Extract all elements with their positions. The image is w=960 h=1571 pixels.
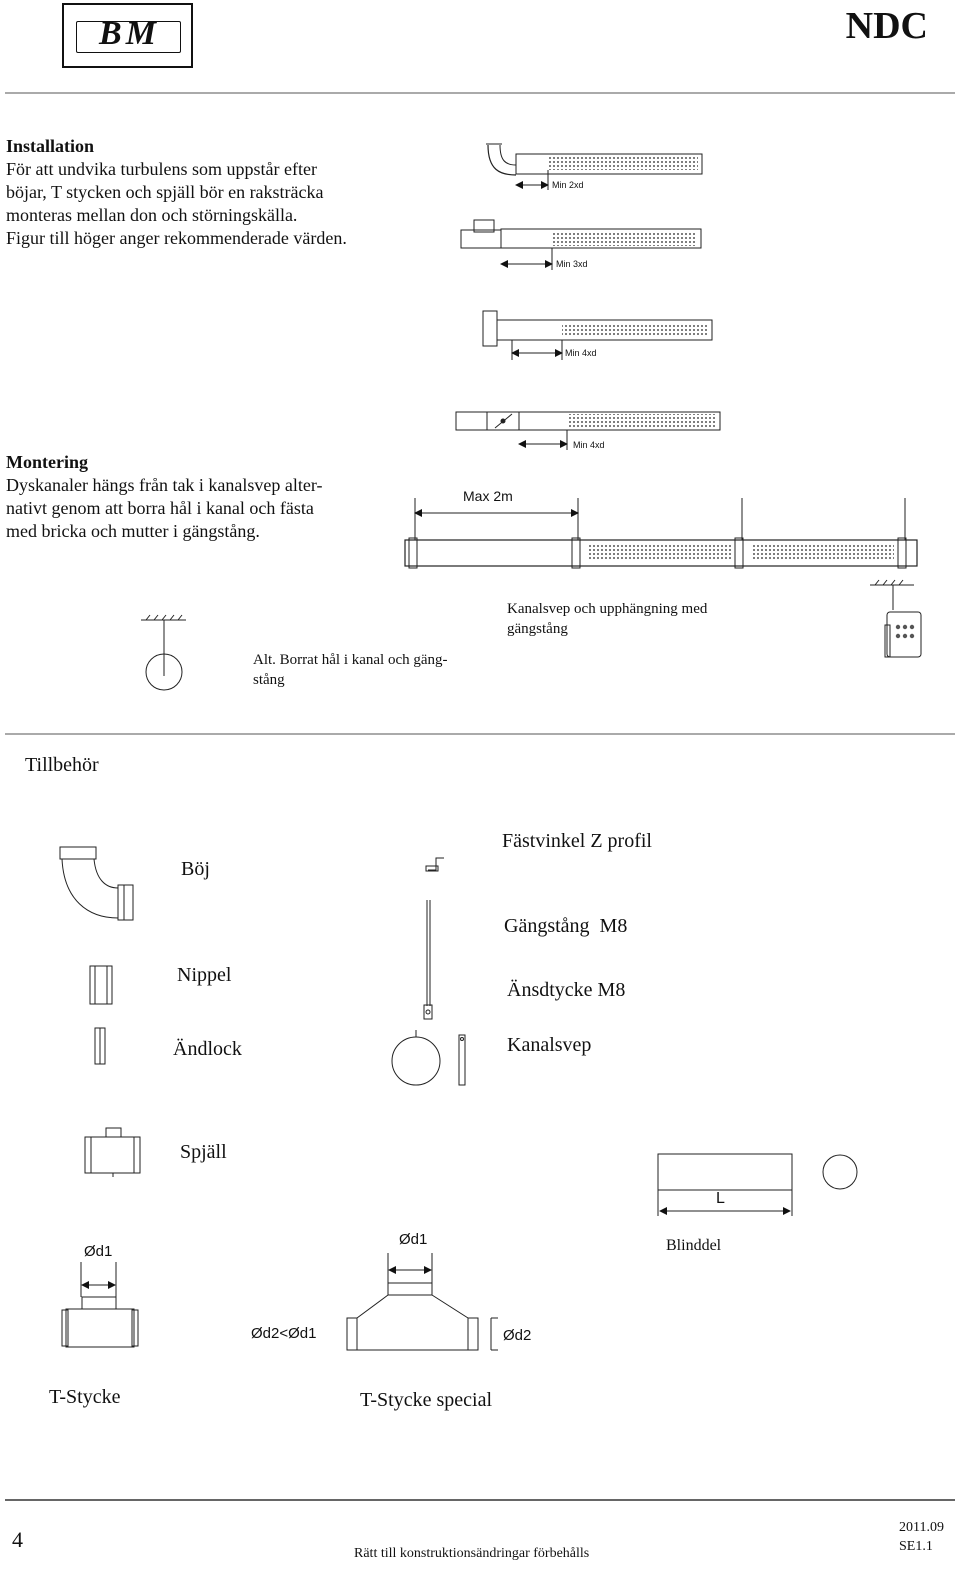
figure-clamp-hanging: [870, 579, 922, 658]
installation-line: böjar, T stycken och spjäll bör en rakst…: [6, 182, 324, 202]
page-number: 4: [12, 1527, 23, 1552]
installation-section: Installation För att undvika turbulens s…: [6, 135, 406, 250]
label-tspecial-d2: Ød2: [503, 1327, 532, 1344]
accessories-heading: Tillbehör: [25, 754, 99, 776]
tee-drawing: [61, 1262, 139, 1348]
nipple-drawing: [89, 965, 113, 1005]
threaded-rod-drawing: [423, 900, 433, 1020]
elbow-drawing: [59, 846, 134, 921]
label-andlock: Ändlock: [173, 1038, 242, 1060]
montering-line: nativt genom att borra hål i kanal och f…: [6, 498, 314, 518]
label-tspecial-d1: Ød1: [399, 1231, 428, 1248]
label-fastvinkel: Fästvinkel Z profil: [502, 830, 652, 852]
label-kanalsvep: Kanalsvep: [507, 1034, 592, 1056]
label-blinddel-dim: L: [716, 1190, 725, 1207]
label-tspecial-cond: Ød2<Ød1: [251, 1325, 317, 1342]
montering-line: Dyskanaler hängs från tak i kanalsvep al…: [6, 475, 323, 495]
logo-text: BM: [99, 15, 160, 52]
label-t-dim: Ød1: [84, 1243, 113, 1260]
header-rule: [5, 92, 955, 94]
figure-drilled-hanging: [141, 614, 186, 691]
blind-duct-drawing: [657, 1153, 858, 1216]
dim-label: Min 4xd: [565, 348, 597, 358]
caption-line: stång: [253, 672, 285, 688]
bracket-drawing: [425, 857, 444, 872]
label-t-special: T-Stycke special: [360, 1389, 493, 1411]
max-distance-label: Max 2m: [463, 488, 513, 504]
caption-line: Alt. Borrat hål i kanal och gäng-: [253, 652, 448, 668]
installation-heading: Installation: [6, 136, 95, 156]
figure-damper-duct: [482, 310, 713, 360]
tee-special-drawing: [346, 1253, 498, 1351]
clamp-caption: Kanalsvep och upphängning med gängstång: [507, 599, 767, 639]
figure-tee-duct: [460, 219, 702, 270]
company-logo: BM: [62, 3, 193, 68]
dim-label: Min 3xd: [556, 259, 588, 269]
label-gangstang: Gängstång M8: [504, 915, 628, 937]
damper-drawing: [84, 1127, 141, 1177]
footer-disclaimer: Rätt till konstruktionsändringar förbehå…: [354, 1546, 590, 1561]
label-ansdtycke: Änsdtycke M8: [507, 979, 626, 1001]
installation-line: Figur till höger anger rekommenderade vä…: [6, 228, 347, 248]
footer-code: SE1.1: [899, 1539, 933, 1554]
duct-clamp-drawing: [391, 1030, 466, 1086]
label-nippel: Nippel: [177, 964, 232, 986]
dim-label: Min 4xd: [573, 440, 605, 450]
footer-date: 2011.09: [899, 1520, 944, 1535]
label-blinddel: Blinddel: [666, 1237, 722, 1254]
product-code: NDC: [845, 5, 928, 47]
label-boj: Böj: [181, 858, 210, 880]
dim-label: Min 2xd: [552, 180, 584, 190]
figure-valve-duct: [455, 411, 721, 450]
installation-line: monteras mellan don och störningskälla.: [6, 205, 298, 225]
installation-line: För att undvika turbulens som uppstår ef…: [6, 159, 317, 179]
montering-heading: Montering: [6, 452, 88, 472]
montering-section: Montering Dyskanaler hängs från tak i ka…: [6, 451, 406, 543]
drilled-caption: Alt. Borrat hål i kanal och gäng- stång: [253, 650, 483, 690]
label-spjall: Spjäll: [180, 1141, 227, 1163]
figure-elbow-duct: [486, 143, 703, 190]
montering-line: med bricka och mutter i gängstång.: [6, 521, 260, 541]
label-t-stycke: T-Stycke: [49, 1386, 121, 1408]
caption-line: gängstång: [507, 621, 568, 637]
endcap-drawing: [94, 1027, 106, 1065]
caption-line: Kanalsvep och upphängning med: [507, 601, 708, 617]
figure-suspended-duct: [404, 498, 918, 569]
